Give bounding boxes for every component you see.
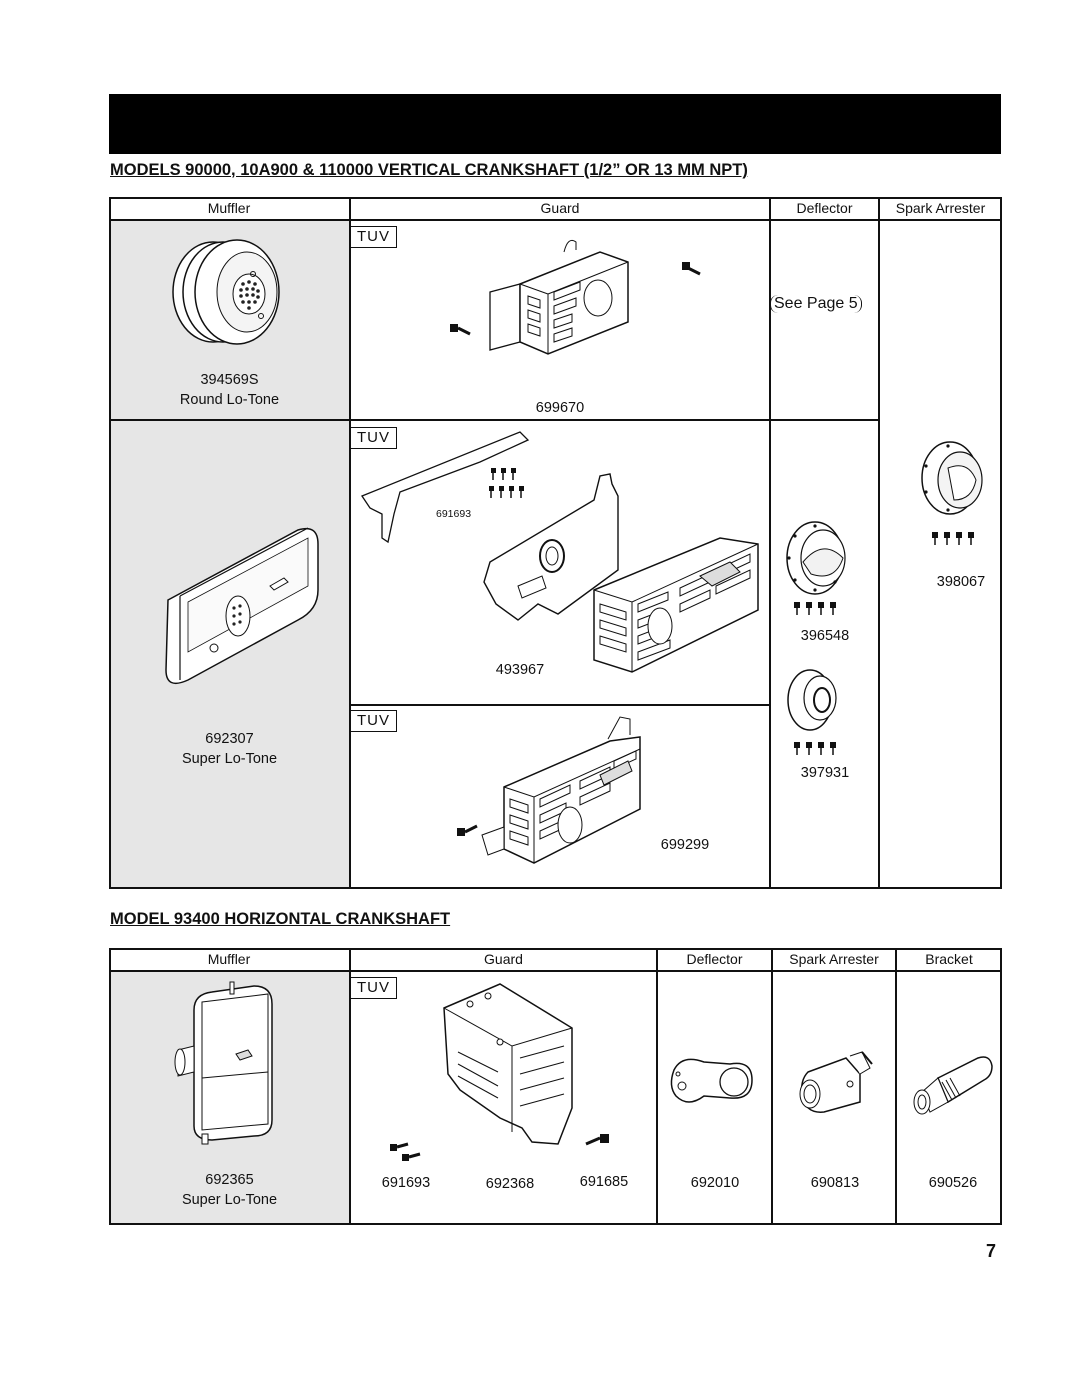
part-number-493967: 493967 (495, 662, 545, 678)
part-number-396548: 396548 (800, 628, 850, 644)
table2-header-spark-arrester: Spark Arrester (789, 951, 879, 967)
table2-bottom-rule (109, 1223, 1001, 1225)
tuv-label-4: TUV (350, 977, 397, 999)
table2-right-rule (1000, 948, 1002, 1225)
screw-set-icon-396548 (794, 602, 836, 615)
screw-set-icon-691693 (489, 468, 524, 498)
screw-set-icon-397931 (794, 742, 836, 755)
section1-title: MODELS 90000, 10A900 & 110000 VERTICAL C… (110, 161, 748, 179)
table1-header-spark-arrester: Spark Arrester (895, 200, 986, 216)
part-number-692010: 692010 (690, 1175, 740, 1191)
part-number-394569S: 394569S (200, 372, 259, 388)
part-number-690526: 690526 (928, 1175, 978, 1191)
guard-699299-illustration (481, 716, 641, 864)
table2-header-guard: Guard (484, 951, 523, 967)
spark-arrester-690813-illustration (799, 1051, 873, 1113)
table1-guard-row-rule (349, 704, 770, 706)
table1-left-rule (109, 197, 111, 889)
screw-icon-691693 (390, 1142, 421, 1161)
table1-right-rule (1000, 197, 1002, 889)
table2-header-rule (109, 970, 1001, 972)
tuv-label-2: TUV (350, 427, 397, 449)
part-number-699670: 699670 (535, 400, 585, 416)
part-number-691693-s2: 691693 (381, 1175, 431, 1191)
part-number-691693-small: 691693 (436, 508, 472, 520)
part-name-super-lo-tone-2: Super Lo-Tone (181, 1192, 278, 1208)
table2-col-rule-4 (895, 948, 897, 1225)
part-number-699299: 699299 (660, 837, 710, 853)
muffler-692365-illustration (174, 981, 273, 1145)
table1-top-rule (109, 197, 1001, 199)
part-name-round-lo-tone: Round Lo-Tone (179, 392, 280, 408)
table1-col-rule-3 (878, 197, 880, 889)
part-number-398067: 398067 (936, 574, 986, 590)
screw-icon-guard-1a (450, 324, 471, 336)
part-number-692307: 692307 (205, 731, 254, 747)
table1-col-rule-1 (349, 197, 351, 889)
tuv-label-1: TUV (350, 226, 397, 248)
guard-699670-illustration (489, 239, 629, 355)
deflector-692010-illustration (670, 1058, 753, 1103)
guard-493967-illustration (593, 537, 759, 673)
round-muffler-illustration (172, 239, 280, 345)
part-name-super-lo-tone: Super Lo-Tone (181, 751, 278, 767)
part-number-692365: 692365 (205, 1172, 254, 1188)
table2-header-deflector: Deflector (686, 951, 743, 967)
bracket-690526-illustration (913, 1056, 993, 1115)
table2-col-rule-1 (349, 948, 351, 1225)
table1-header-muffler: Muffler (207, 200, 251, 216)
table2-top-rule (109, 948, 1001, 950)
header-banner (109, 94, 1001, 154)
spark-arrester-398067-illustration (921, 441, 983, 515)
table1-header-guard: Guard (540, 200, 580, 216)
screw-icon-guard-3 (457, 824, 478, 836)
table2-left-rule (109, 948, 111, 1225)
section2-title: MODEL 93400 HORIZONTAL CRANKSHAFT (110, 910, 451, 928)
see-page-note: See Page 5 (770, 295, 862, 313)
table1-bottom-rule (109, 887, 1001, 889)
deflector-396548-illustration (786, 521, 846, 595)
table1-col-rule-2 (769, 197, 771, 889)
screw-set-icon-398067 (932, 532, 974, 545)
part-number-691685: 691685 (579, 1174, 629, 1190)
guard-plate-illustration (483, 473, 619, 621)
part-number-397931: 397931 (800, 765, 850, 781)
screw-icon-691685 (585, 1134, 609, 1146)
table2-col-rule-3 (771, 948, 773, 1225)
super-muffler-illustration (165, 527, 319, 685)
part-number-690813: 690813 (810, 1175, 860, 1191)
table2-header-muffler: Muffler (207, 951, 251, 967)
bracket-strap-illustration (361, 431, 530, 544)
table1-header-rule (109, 219, 1001, 221)
table2-header-bracket: Bracket (925, 951, 973, 967)
guard-692368-illustration (443, 983, 573, 1145)
deflector-397931-illustration (787, 669, 837, 731)
screw-icon-guard-1b (682, 262, 701, 276)
table1-header-deflector: Deflector (796, 200, 853, 216)
table1-row-rule (109, 419, 879, 421)
table2-col-rule-2 (656, 948, 658, 1225)
part-number-692368: 692368 (485, 1176, 535, 1192)
page-number: 7 (986, 1241, 997, 1261)
tuv-label-3: TUV (350, 710, 397, 732)
